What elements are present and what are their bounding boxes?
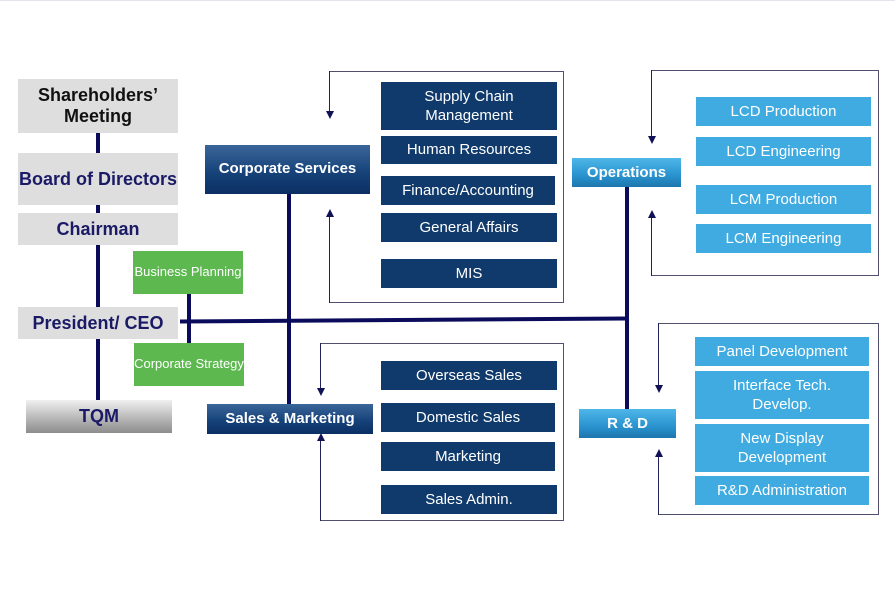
unit-finance-accounting[interactable]: Finance/Accounting — [381, 176, 555, 205]
unit-marketing[interactable]: Marketing — [381, 442, 555, 471]
unit-lcm-engineering[interactable]: LCM Engineering — [696, 224, 871, 253]
unit-general-affairs[interactable]: General Affairs — [381, 213, 557, 242]
arrow-up-icon — [326, 209, 334, 217]
frame-stub-bottom — [329, 217, 330, 303]
connector-chairman-president — [96, 245, 100, 310]
corporate-services-frame — [329, 71, 564, 303]
unit-overseas-sales[interactable]: Overseas Sales — [381, 361, 557, 390]
top-border — [0, 0, 895, 1]
chairman-box[interactable]: Chairman — [18, 213, 178, 245]
arrow-up-icon — [655, 449, 663, 457]
unit-rnd-administration[interactable]: R&D Administration — [695, 476, 869, 505]
unit-interface-tech[interactable]: Interface Tech. Develop. — [695, 371, 869, 419]
shareholders-meeting-box[interactable]: Shareholders’ Meeting — [18, 79, 178, 133]
connector-shareholders-board — [96, 133, 100, 153]
frame-stub-bottom — [320, 441, 321, 521]
connector-board-chairman — [96, 205, 100, 215]
arrow-down-icon — [648, 136, 656, 144]
connector-ops-rnd — [625, 187, 629, 409]
arrow-down-icon — [326, 111, 334, 119]
arrow-up-icon — [317, 433, 325, 441]
operations-frame — [651, 70, 879, 276]
rnd-frame — [658, 323, 879, 515]
unit-supply-chain[interactable]: Supply Chain Management — [381, 82, 557, 130]
unit-sales-admin[interactable]: Sales Admin. — [381, 485, 557, 514]
unit-mis[interactable]: MIS — [381, 259, 557, 288]
corporate-services-header[interactable]: Corporate Services — [205, 145, 370, 194]
unit-domestic-sales[interactable]: Domestic Sales — [381, 403, 555, 432]
business-planning-box[interactable]: Business Planning — [133, 251, 243, 294]
unit-human-resources[interactable]: Human Resources — [381, 136, 557, 164]
unit-panel-development[interactable]: Panel Development — [695, 337, 869, 366]
rnd-header[interactable]: R & D — [579, 409, 676, 438]
arrow-down-icon — [317, 388, 325, 396]
arrow-up-icon — [648, 210, 656, 218]
unit-lcd-production[interactable]: LCD Production — [696, 97, 871, 126]
frame-stub-top — [658, 323, 659, 387]
unit-new-display[interactable]: New Display Development — [695, 424, 869, 472]
corporate-strategy-box[interactable]: Corporate Strategy — [134, 343, 244, 386]
frame-stub-top — [329, 71, 330, 111]
connector-staff — [187, 293, 191, 343]
frame-stub-top — [651, 70, 652, 138]
sales-marketing-frame — [320, 343, 564, 521]
tqm-box[interactable]: TQM — [26, 400, 172, 433]
operations-header[interactable]: Operations — [572, 158, 681, 187]
board-of-directors-box[interactable]: Board of Directors — [18, 153, 178, 205]
frame-stub-bottom — [651, 218, 652, 276]
unit-lcd-engineering[interactable]: LCD Engineering — [696, 137, 871, 166]
unit-lcm-production[interactable]: LCM Production — [696, 185, 871, 214]
frame-stub-bottom — [658, 457, 659, 515]
arrow-down-icon — [655, 385, 663, 393]
connector-president-tqm — [96, 338, 100, 400]
connector-cs-sm — [287, 193, 291, 405]
sales-marketing-header[interactable]: Sales & Marketing — [207, 404, 373, 434]
president-ceo-box[interactable]: President/ CEO — [18, 307, 178, 339]
frame-stub-top — [320, 343, 321, 388]
connector-president-main — [180, 316, 627, 324]
